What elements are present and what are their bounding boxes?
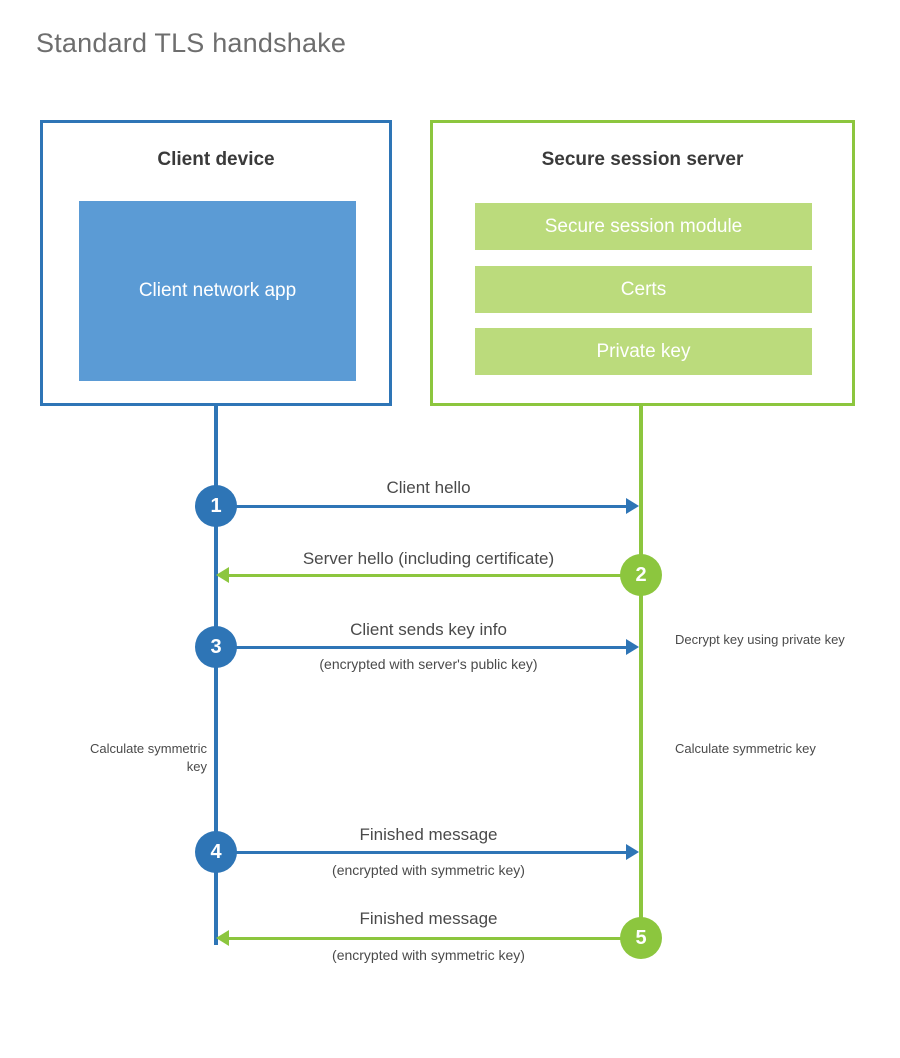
step-2-arrow-line <box>229 574 641 577</box>
step-5-label: Finished message <box>359 909 498 928</box>
step-4-label: Finished message <box>359 825 498 844</box>
step-3-sublabel: (encrypted with server's public key) <box>319 656 538 672</box>
client-network-app-box: Client network app <box>79 201 356 381</box>
note-server-decrypt-key: Decrypt key using private key <box>675 632 845 647</box>
step-1-label: Client hello <box>386 478 471 497</box>
server-lifeline <box>639 406 643 939</box>
step-4-arrow-line <box>216 851 628 854</box>
step-2-label: Server hello (including certificate) <box>302 549 555 568</box>
step-1-arrow-line <box>216 505 628 508</box>
secure-session-server-box: Secure session server Secure session mod… <box>430 120 855 406</box>
step-5-sublabel: (encrypted with symmetric key) <box>332 947 525 963</box>
secure-session-server-title: Secure session server <box>541 149 744 170</box>
step-4-sublabel: (encrypted with symmetric key) <box>332 862 525 878</box>
step-5-arrow-head-icon <box>216 930 229 946</box>
client-lifeline <box>214 406 218 945</box>
step-4-arrow-head-icon <box>626 844 639 860</box>
step-3-label: Client sends key info <box>350 620 507 639</box>
page-title: Standard TLS handshake <box>36 28 347 58</box>
client-device-box: Client device Client network app <box>40 120 392 406</box>
step-3-arrow-head-icon <box>626 639 639 655</box>
step-3-number-badge: 3 <box>195 626 237 668</box>
client-device-title: Client device <box>157 149 275 170</box>
step-2-arrow-head-icon <box>216 567 229 583</box>
step-2-number-badge: 2 <box>620 554 662 596</box>
step-1-arrow-head-icon <box>626 498 639 514</box>
step-3-arrow-line <box>216 646 628 649</box>
step-5-number-badge: 5 <box>620 917 662 959</box>
step-4-number-badge: 4 <box>195 831 237 873</box>
note-server-calculate-symmetric-key: Calculate symmetric key <box>675 741 816 756</box>
step-1-number-badge: 1 <box>195 485 237 527</box>
server-component-private-key: Private key <box>475 328 812 375</box>
step-5-arrow-line <box>229 937 641 940</box>
note-client-calculate-symmetric-key: Calculate symmetric key <box>89 741 207 774</box>
server-component-certs: Certs <box>475 266 812 313</box>
server-component-secure-session-module: Secure session module <box>475 203 812 250</box>
